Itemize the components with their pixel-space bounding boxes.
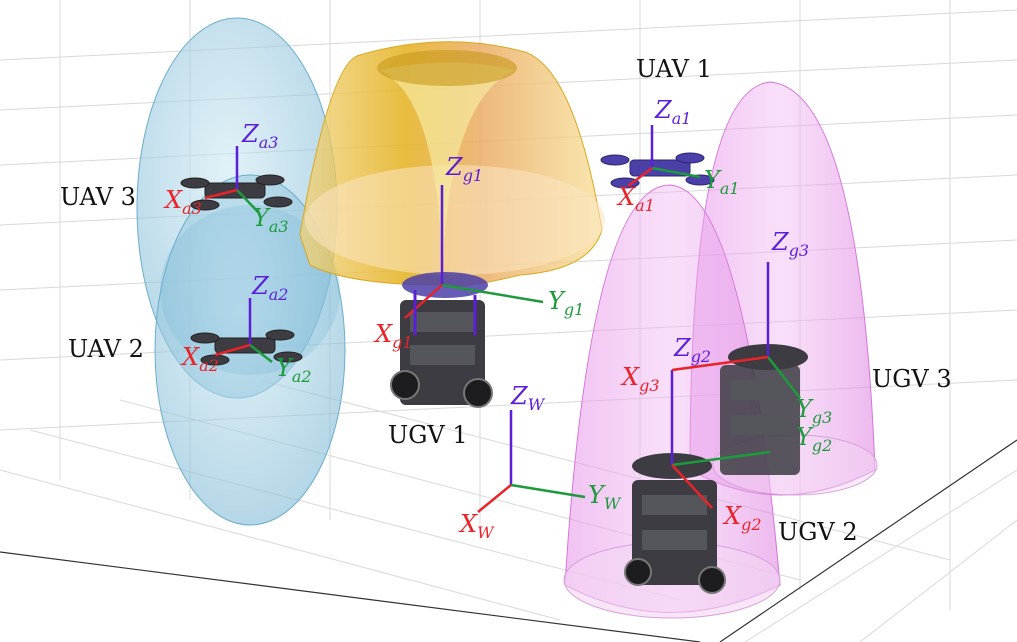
world-y-axis: [510, 483, 586, 499]
label-za2: Za2: [251, 272, 288, 304]
label-yg3: Yg3: [796, 395, 832, 427]
label-ugv1: UGV 1: [388, 421, 468, 449]
label-zg1: Zg1: [445, 153, 483, 185]
label-za3: Za3: [241, 120, 278, 152]
label-xg1: Xg1: [373, 320, 413, 352]
label-zg3: Zg3: [771, 228, 809, 260]
label-ya2: Ya2: [276, 354, 312, 386]
uav-region-ellipsoids: [136, 17, 346, 526]
label-yg1: Yg1: [548, 287, 584, 319]
label-yw: YW: [588, 481, 622, 513]
label-uav1: UAV 1: [636, 55, 712, 83]
world-x-axis: [477, 484, 512, 513]
label-zg2: Zg2: [673, 334, 711, 366]
label-xw: XW: [458, 510, 495, 542]
ugv1-robot: [390, 272, 493, 408]
label-ugv3: UGV 3: [872, 365, 952, 393]
grid-floor-edges: [0, 439, 1017, 642]
label-uav3: UAV 3: [60, 183, 136, 211]
label-xg2: Xg2: [722, 502, 762, 534]
label-xg3: Xg3: [620, 363, 660, 395]
label-xa2: Xa2: [180, 343, 219, 375]
ugv1-region: [299, 41, 605, 287]
label-xa1: Xa1: [616, 183, 655, 215]
label-zw: ZW: [510, 382, 546, 414]
label-uav2: UAV 2: [68, 335, 144, 363]
label-ugv2: UGV 2: [778, 518, 858, 546]
label-ya1: Ya1: [704, 166, 740, 198]
frame-axes: [204, 125, 801, 513]
label-xa3: Xa3: [163, 186, 202, 218]
label-za1: Za1: [654, 96, 691, 128]
label-yg2: Yg2: [796, 423, 832, 455]
label-ya3: Ya3: [253, 204, 289, 236]
